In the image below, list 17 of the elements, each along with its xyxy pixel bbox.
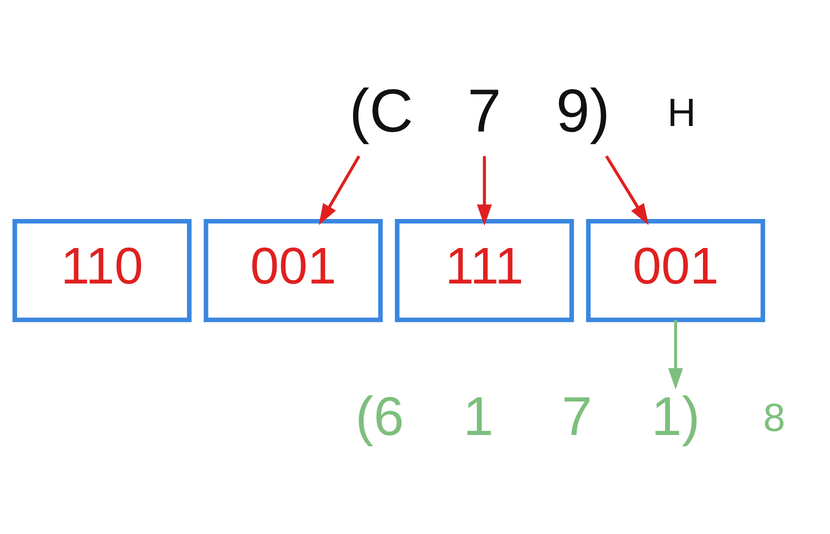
node-text: (6 — [355, 385, 404, 446]
label: H — [667, 90, 696, 135]
arrow — [668, 320, 684, 389]
node-box: 111 — [394, 218, 574, 322]
arrow — [605, 154, 649, 225]
node-text: 9) — [556, 76, 610, 144]
node-text: 1) — [651, 385, 700, 446]
node-box: 110 — [12, 218, 192, 322]
arrow — [476, 156, 492, 226]
node-box: 001 — [586, 218, 766, 322]
arrow — [318, 154, 360, 225]
node-text: 7 — [468, 76, 502, 144]
node-text: 7 — [562, 385, 592, 446]
node-text: (C — [349, 76, 414, 144]
node-box: 001 — [204, 218, 383, 322]
label: 8 — [763, 396, 786, 440]
node-text: 1 — [463, 385, 494, 446]
